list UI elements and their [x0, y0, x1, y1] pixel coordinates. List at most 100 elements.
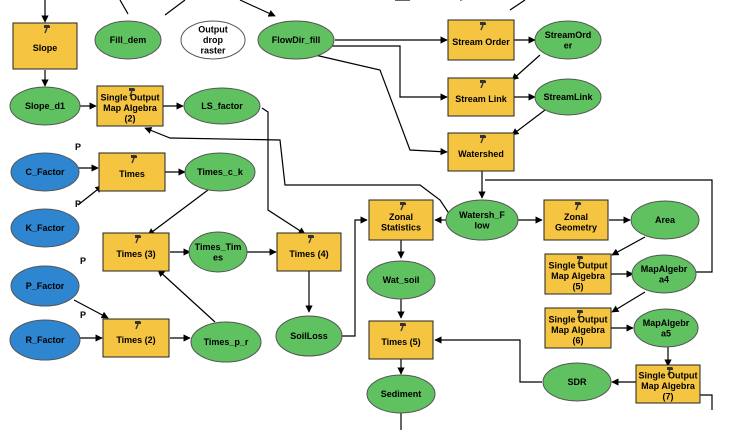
edge-watersh-flow-to-sma2 [144, 127, 451, 216]
node-label: Single Output [101, 93, 160, 103]
node-label: SDR [567, 377, 587, 387]
input-p-factor[interactable]: P_Factor [10, 265, 80, 307]
node-label: Times (3) [116, 249, 155, 259]
tool-slope[interactable]: Slope [12, 22, 78, 70]
tool-box [635, 364, 701, 404]
edge-top-to-stream-order [509, 0, 526, 11]
node-label: Statistics [381, 222, 421, 232]
tool-times2[interactable]: Times (2) [102, 318, 170, 358]
node-label: Zonal [389, 212, 413, 222]
data-sdr[interactable]: SDR [542, 362, 612, 402]
edge-streamlink-to-watershed [511, 109, 546, 136]
edge-flowdir-to-watershed [314, 54, 448, 156]
node-label: Single Output [549, 261, 608, 271]
edge-times-c-k-to-times3 [147, 189, 209, 236]
node-label: (6) [573, 336, 584, 346]
node-ellipse [9, 319, 81, 361]
data-times-p-r[interactable]: Times_p_r [190, 321, 262, 363]
node-label: Stream Link [455, 94, 508, 104]
data-fill-dem[interactable]: Fill_dem [94, 20, 162, 60]
node-label: Times_p_r [204, 337, 249, 347]
tool-box [447, 19, 515, 61]
edge-ls-to-times4 [261, 107, 306, 235]
input-r-factor[interactable]: R_Factor [9, 319, 81, 361]
edge-mapalgebra4-loop [485, 179, 713, 273]
node-label: StreamLink [543, 92, 593, 102]
node-label: raster [200, 46, 226, 56]
edge-sma7-right [700, 394, 713, 410]
node-ellipse [184, 152, 256, 192]
node-label: Geometry [555, 222, 597, 232]
data-flowdir-fill[interactable]: FlowDir_fill [257, 20, 335, 60]
data-area[interactable]: Area [630, 200, 700, 240]
data-streamlink[interactable]: StreamLink [534, 78, 602, 116]
node-label: K_Factor [25, 223, 65, 233]
node-label: low [475, 220, 491, 230]
node-ellipse [188, 231, 248, 273]
data-slope-d1[interactable]: Slope_d1 [9, 86, 81, 126]
input-k-factor[interactable]: K_Factor [10, 208, 80, 248]
node-ellipse [275, 315, 343, 357]
tool-box [276, 232, 342, 272]
node-ellipse [183, 87, 261, 125]
node-label: LS_factor [201, 101, 243, 111]
edge-sdr-to-times5 [434, 336, 542, 383]
node-label: Single Output [639, 371, 698, 381]
data-times-times[interactable]: Times_Times [188, 231, 248, 273]
node-ellipse [190, 321, 262, 363]
tool-box [447, 77, 515, 117]
data-soilloss[interactable]: SoilLoss [275, 315, 343, 357]
data-sediment[interactable]: Sediment [366, 374, 436, 414]
node-label: Sediment [381, 389, 422, 399]
node-label: (2) [125, 114, 136, 124]
edge-times-p-r-to-times3 [157, 269, 216, 323]
node-ellipse [10, 265, 80, 307]
tool-stream-order[interactable]: Stream Order [447, 19, 515, 61]
node-label: FlowDir_fill [272, 35, 321, 45]
tool-times5[interactable]: Times (5) [368, 320, 434, 360]
node-ellipse [10, 152, 80, 192]
node-ellipse [257, 20, 335, 60]
input-c-factor[interactable]: C_Factor [10, 152, 80, 192]
edge-flowdir-to-stream-link [330, 45, 448, 101]
node-label: Output [198, 25, 228, 35]
tool-times3[interactable]: Times (3) [102, 232, 170, 272]
tool-box [368, 320, 434, 360]
node-label: Stream Order [452, 37, 510, 47]
node-ellipse [366, 260, 436, 300]
tool-box [12, 22, 78, 70]
node-label: MapAlgebr [643, 318, 690, 328]
data-times-c-k[interactable]: Times_c_k [184, 152, 256, 192]
node-label: Map Algebra [551, 271, 606, 281]
node-ellipse [10, 208, 80, 248]
node-label: SoilLoss [290, 331, 328, 341]
tool-stream-link[interactable]: Stream Link [447, 77, 515, 117]
edge-area-to-sma5 [611, 236, 646, 256]
edge-top-to-fill-dem [119, 0, 129, 15]
data-wat-soil[interactable]: Wat_soil [366, 260, 436, 300]
node-label: MapAlgebr [641, 264, 688, 274]
param-marker-r: P [80, 310, 86, 320]
tool-times4[interactable]: Times (4) [276, 232, 342, 272]
data-ls-factor[interactable]: LS_factor [183, 87, 261, 125]
data-watersh-flow[interactable]: Watersh_Flow [445, 199, 519, 241]
edges [41, 0, 713, 430]
node-label: Single Output [549, 315, 608, 325]
node-label: er [564, 40, 573, 50]
tool-times[interactable]: Times [98, 152, 166, 192]
tool-watershed[interactable]: Watershed [447, 132, 515, 172]
node-label: Times (5) [381, 337, 420, 347]
node-label: C_Factor [25, 167, 65, 177]
node-label: (7) [663, 392, 674, 402]
